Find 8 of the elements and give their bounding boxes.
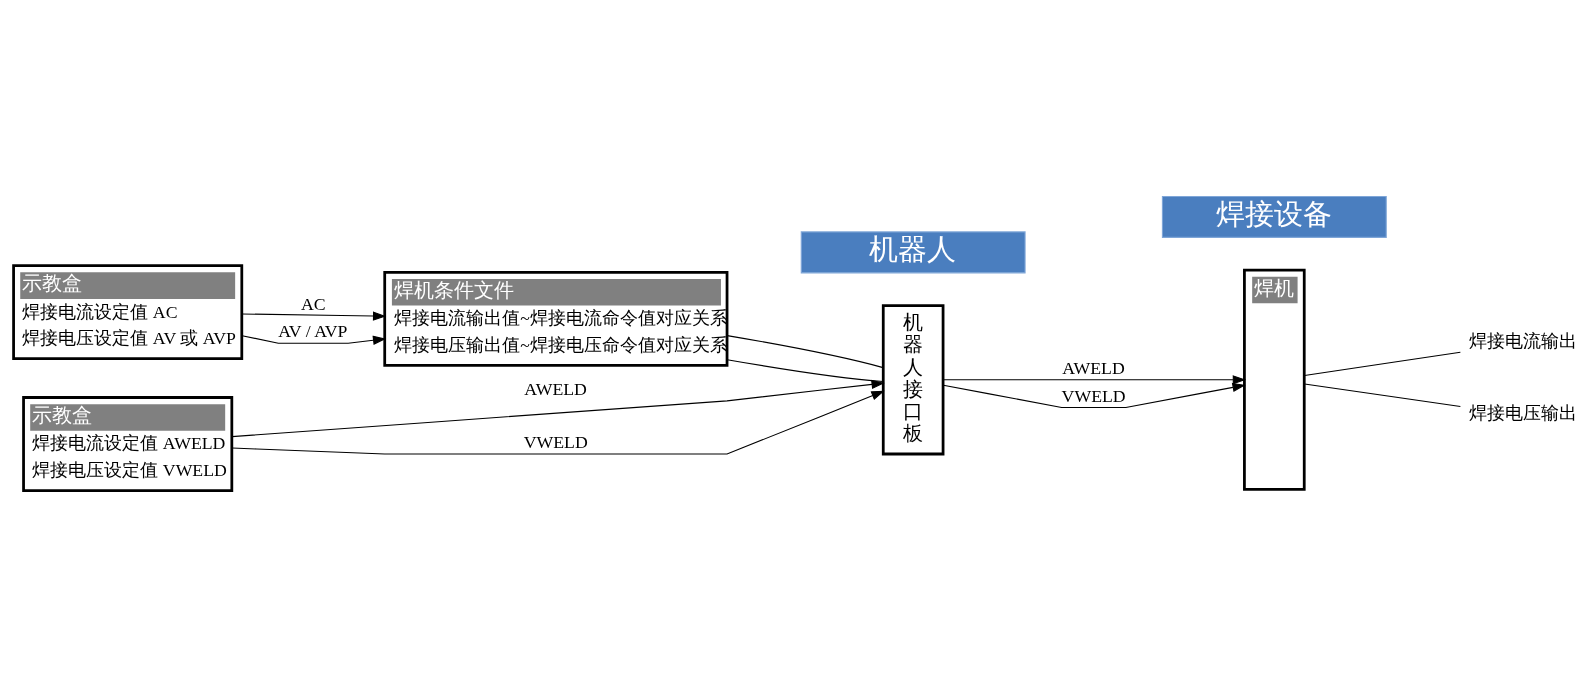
edge-label: AC [300,293,326,314]
edge-label: VWELD [523,432,588,453]
edge-label: AWELD [1061,358,1125,379]
edge-label: AV / AVP [277,321,347,342]
edge-label: VWELD [1061,385,1126,406]
node-text: 焊接电压输出 [1468,403,1577,424]
node-text: 焊接电流输出 [1468,331,1577,352]
edge-label: AWELD [523,379,587,400]
